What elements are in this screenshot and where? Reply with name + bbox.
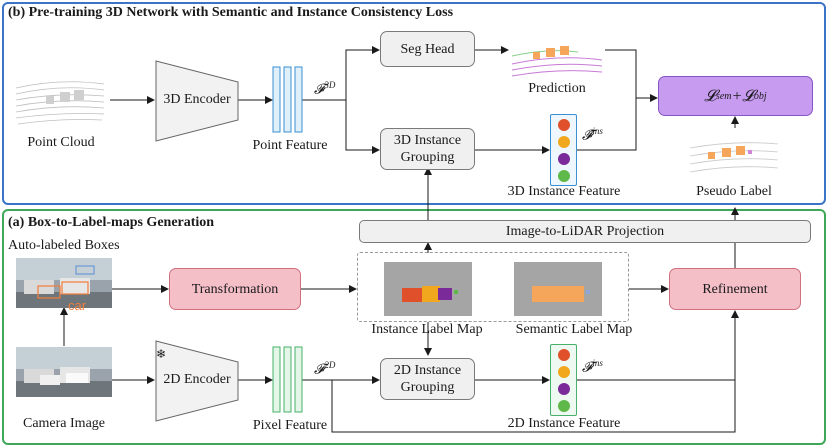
line-pixfeat-to-refinement (331, 380, 736, 433)
encoder-3d-shape (155, 60, 239, 142)
f-ins-hat-symbol: 𝓕̂ins (582, 126, 603, 144)
car-tag: car (68, 298, 87, 313)
frozen-snowflake-icon: ❄ (156, 347, 167, 361)
panel-pretraining (2, 2, 826, 205)
instance-label-map-label: Instance Label Map (371, 322, 483, 337)
pixel-feature-bars (272, 346, 303, 413)
prediction-label: Prediction (528, 81, 586, 96)
arrow-to-grouping3d (345, 100, 380, 154)
pseudo-label-text: Pseudo Label (696, 184, 772, 199)
camera-image-label: Camera Image (22, 416, 105, 431)
label-maps-group (357, 252, 629, 322)
pseudo-label-image (689, 142, 779, 173)
transformation-box: Transformation (169, 268, 301, 310)
instance-red-dot (558, 119, 570, 131)
f-ins-symbol: 𝓕ins (582, 358, 603, 376)
arrow-pred-to-loss (605, 49, 658, 102)
encoder-3d-label: 3D Encoder (163, 92, 231, 107)
point-cloud-label: Point Cloud (27, 135, 95, 150)
instance-orange-dot (558, 136, 570, 148)
instance-feature-3d-label: 3D Instance Feature (507, 184, 621, 199)
encoder-2d-label: 2D Encoder (163, 372, 231, 387)
arrow-to-seghead (345, 46, 380, 100)
refinement-box: Refinement (669, 268, 801, 310)
encoder-2d-shape (155, 340, 239, 422)
point-feature-label: Point Feature (252, 138, 328, 153)
panel-b-title: (b) Pre-training 3D Network with Semanti… (8, 5, 454, 20)
instance-green-dot (558, 170, 570, 182)
f2d-symbol: 𝓕2D (314, 360, 336, 378)
f3d-symbol: 𝓕3D (314, 80, 336, 98)
instance-purple-dot (558, 153, 570, 165)
point-cloud-image (15, 81, 105, 125)
camera-image (16, 347, 112, 397)
panel-a-title: (a) Box-to-Label-maps Generation (8, 215, 215, 230)
prediction-image (511, 46, 603, 77)
pixel-feature-label: Pixel Feature (252, 418, 328, 433)
semantic-label-map-image (514, 262, 602, 316)
instance-feature-3d-stack (550, 114, 577, 186)
point-feature-bars (272, 66, 303, 133)
projection-box: Image-to-LiDAR Projection (359, 220, 811, 243)
instance-feature-2d-stack (550, 344, 577, 416)
instance-label-map-image (384, 262, 472, 316)
auto-labeled-boxes-image (16, 258, 112, 308)
arrow-insfeat3d-to-loss (577, 98, 637, 151)
seg-head-box: Seg Head (380, 31, 475, 67)
auto-labeled-boxes-label: Auto-labeled Boxes (8, 238, 120, 253)
panel-label-generation (2, 209, 826, 445)
semantic-label-map-label: Semantic Label Map (515, 322, 633, 337)
instance-feature-2d-label: 2D Instance Feature (507, 416, 621, 431)
